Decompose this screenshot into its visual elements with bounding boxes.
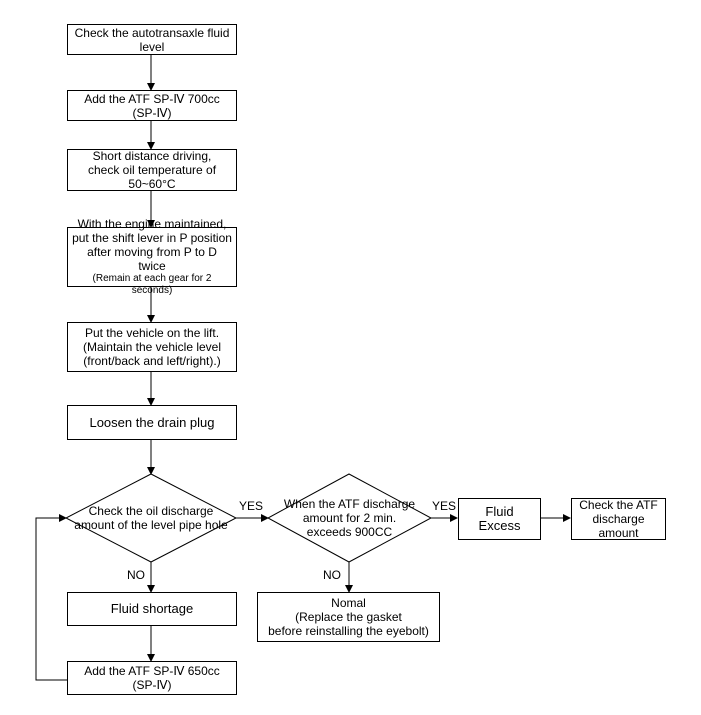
step-add-atf-700-text: Add the ATF SP-Ⅳ 700cc (SP-Ⅳ)	[84, 91, 220, 120]
step-loosen-drain-plug: Loosen the drain plug	[67, 405, 237, 440]
step-normal-line-2: (Replace the gasket	[295, 610, 402, 624]
step-add-atf-650-text: Add the ATF SP-Ⅳ 650cc (SP-Ⅳ)	[84, 664, 220, 692]
step-lift-line-1: Put the vehicle on the lift.	[84, 326, 220, 340]
step-lift-line-2: (Maintain the vehicle level	[82, 340, 222, 354]
decision-atf-discharge	[266, 473, 433, 563]
decision-oil-line-2: amount of the level pipe hole	[74, 518, 228, 532]
label-no-2: NO	[323, 568, 341, 582]
step-short-drive-line-1: Short distance driving,	[92, 149, 212, 163]
decision-atf-line-2: amount for 2 min.	[302, 511, 397, 525]
step-add-atf-650: Add the ATF SP-Ⅳ 650cc (SP-Ⅳ)	[67, 661, 237, 695]
step-normal-line-3: before reinstalling the eyebolt)	[268, 624, 429, 638]
step-normal: Nomal (Replace the gasket before reinsta…	[257, 592, 440, 642]
step-fluid-shortage: Fluid shortage	[67, 592, 237, 626]
label-yes-1: YES	[239, 499, 264, 513]
step-check-discharge-line-1: Check the ATF	[579, 498, 658, 512]
step-vehicle-lift: Put the vehicle on the lift. (Maintain t…	[67, 322, 237, 372]
loop-back-arrow	[35, 514, 67, 681]
label-no-1: NO	[127, 568, 145, 582]
decision-oil-discharge	[64, 473, 238, 563]
step-normal-line-1: Nomal	[331, 596, 366, 610]
step-short-drive: Short distance driving, check oil temper…	[67, 149, 237, 191]
step-drain-text: Loosen the drain plug	[89, 414, 215, 430]
step-excess-text: Fluid Excess	[478, 504, 521, 533]
label-yes-2: YES	[432, 499, 457, 513]
step-engine-line-2: put the shift lever in P position	[72, 231, 232, 245]
step-check-atf-discharge: Check the ATF discharge amount	[571, 498, 666, 540]
step-engine-line-3: after moving from P to D twice	[87, 245, 217, 273]
step-check-fluid-level: Check the autotransaxle fluid level	[67, 24, 237, 55]
decision-atf-line-1: When the ATF discharge	[283, 497, 416, 511]
step-fluid-excess: Fluid Excess	[458, 498, 541, 540]
decision-oil-line-1: Check the oil discharge	[88, 504, 214, 518]
step-engine-shift: With the engine maintained, put the shif…	[67, 217, 237, 296]
step-add-atf-700: Add the ATF SP-Ⅳ 700cc (SP-Ⅳ)	[67, 90, 237, 121]
decision-atf-line-3: exceeds 900CC	[306, 525, 393, 539]
decision-atf-discharge-text: When the ATF discharge amount for 2 min.…	[268, 496, 431, 540]
step-check-fluid-level-text: Check the autotransaxle fluid level	[74, 25, 230, 54]
step-engine-line-1: With the engine maintained,	[77, 217, 227, 231]
step-shortage-text: Fluid shortage	[110, 601, 194, 616]
step-engine-note: (Remain at each gear for 2 seconds)	[92, 273, 212, 296]
step-check-discharge-line-2: discharge amount	[592, 512, 645, 540]
step-short-drive-line-2: check oil temperature of 50~60°C	[87, 163, 217, 191]
decision-oil-discharge-text: Check the oil discharge amount of the le…	[66, 500, 236, 536]
step-lift-line-3: (front/back and left/right).)	[83, 354, 221, 368]
